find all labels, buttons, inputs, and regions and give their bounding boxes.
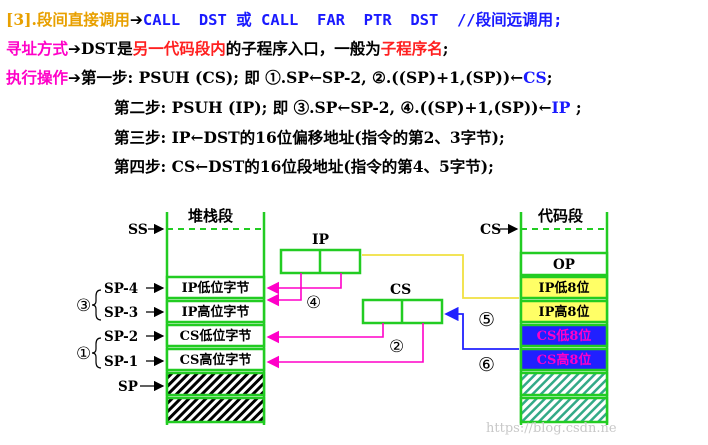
- stack-cell-ip-low: [165, 275, 266, 300]
- code-cell-cs-low-label: CS低8位: [537, 328, 592, 344]
- code-to-cs-arrow: [444, 306, 519, 350]
- brace-sp-3-4: [91, 289, 102, 321]
- line-3: 执行操作➔第一步: PSUH (CS); 即 ①.SP←SP-2, ②.((SP…: [6, 66, 552, 88]
- code-cell-cs-low: [519, 323, 609, 348]
- arrow-right-icon: ➔: [68, 69, 82, 87]
- sp-4-label: SP-4: [104, 281, 138, 297]
- watermark: https://blog.csdn.ne: [486, 421, 617, 436]
- code-cell-op: [519, 251, 609, 277]
- circle-6: ⑥: [478, 354, 495, 376]
- stack-cell-ip-low-label: IP低位字节: [182, 280, 250, 296]
- sp-label: SP: [118, 379, 138, 395]
- code-cell-ip-high-label: IP高8位: [539, 304, 590, 320]
- code-cell-ip-low: [519, 275, 609, 300]
- line2-pre: DST是: [81, 39, 133, 58]
- line-4: 第二步: PSUH (IP); 即 ③.SP←SP-2, ④.((SP)+1,(…: [114, 96, 582, 118]
- code-hatch-1: [519, 371, 609, 397]
- line-1: [3].段间直接调用➔CALL DST 或 CALL FAR PTR DST /…: [6, 8, 562, 30]
- circle-2: ②: [389, 337, 404, 357]
- stack-cell-cs-high: [165, 347, 266, 372]
- cs-low-to-stack-arrow: [266, 323, 384, 344]
- step-1-post: ;: [546, 68, 553, 87]
- arrow-right-icon: ➔: [129, 11, 143, 29]
- operation-label: 执行操作: [6, 68, 69, 87]
- circle-5: ⑤: [478, 309, 495, 331]
- step-1-text: 第一步: PSUH (CS); 即 ①.SP←SP-2, ②.((SP)+1,(…: [81, 68, 524, 87]
- ip-register-title: IP: [312, 232, 330, 248]
- line-2: 寻址方式➔DST是另一代码段内的子程序入口，一般为子程序名;: [6, 37, 448, 59]
- stack-cell-cs-high-label: CS高位字节: [180, 352, 252, 368]
- step-2-post: ;: [570, 98, 582, 117]
- line-5: 第三步: IP←DST的16位偏移地址(指令的第2、3字节);: [114, 126, 505, 148]
- cs-high-to-stack-arrow: [266, 323, 424, 369]
- stack-cell-ip-high: [165, 299, 266, 324]
- line2-post: ;: [442, 39, 449, 58]
- code-cell-cs-high-label: CS高8位: [537, 352, 592, 368]
- stack-used-hatch-1: [165, 371, 266, 397]
- code-cell-ip-high: [519, 299, 609, 324]
- cs-register-title: CS: [390, 282, 411, 298]
- sp-1-label: SP-1: [104, 354, 138, 370]
- sp-2-label: SP-2: [104, 329, 138, 345]
- stack-cell-cs-low-label: CS低位字节: [180, 328, 252, 344]
- call-instruction: CALL DST 或 CALL FAR PTR DST //段间远调用;: [142, 11, 563, 29]
- line-6: 第四步: CS←DST的16位段地址(指令的第4、5字节);: [114, 155, 494, 177]
- code-cs-label: CS: [480, 222, 501, 238]
- code-cell-op-label: OP: [553, 257, 575, 273]
- circle-1-left: ①: [76, 344, 91, 364]
- step-2-ip: IP: [551, 98, 571, 117]
- code-cell-cs-high: [519, 347, 609, 372]
- step-3-text: 第三步: IP←DST的16位偏移地址(指令的第2、3字节);: [114, 128, 505, 147]
- stack-title: 堆栈段: [188, 207, 233, 225]
- step-1-cs: CS: [523, 68, 547, 87]
- line2-mid: 的子程序入口，一般为: [225, 39, 381, 58]
- arrow-right-icon: ➔: [68, 40, 82, 58]
- stack-used-hatch-2: [165, 396, 266, 424]
- ip-high-to-stack-arrow: [266, 273, 302, 307]
- code-title: 代码段: [537, 207, 583, 225]
- step-4-text: 第四步: CS←DST的16位段地址(指令的第4、5字节);: [114, 157, 494, 176]
- circle-3-left: ③: [76, 296, 91, 316]
- circle-4: ④: [306, 293, 321, 313]
- line2-highlight-2: 子程序名: [380, 39, 443, 58]
- stack-cell-ip-high-label: IP高位字节: [182, 304, 250, 320]
- sp-3-label: SP-3: [104, 305, 138, 321]
- stack-cell-cs-low: [165, 323, 266, 348]
- brace-sp-1-2: [91, 337, 102, 369]
- line2-highlight-1: 另一代码段内: [132, 39, 226, 58]
- code-cell-ip-low-label: IP低8位: [539, 280, 590, 296]
- step-2-text: 第二步: PSUH (IP); 即 ③.SP←SP-2, ④.((SP)+1,(…: [114, 98, 552, 117]
- code-to-ip-line: [362, 254, 519, 299]
- code-hatch-2: [519, 396, 609, 424]
- ip-low-to-stack-arrow: [266, 273, 342, 295]
- ss-label: SS: [128, 222, 148, 238]
- section-tag: [3].段间直接调用: [6, 10, 130, 29]
- addressing-label: 寻址方式: [6, 39, 69, 58]
